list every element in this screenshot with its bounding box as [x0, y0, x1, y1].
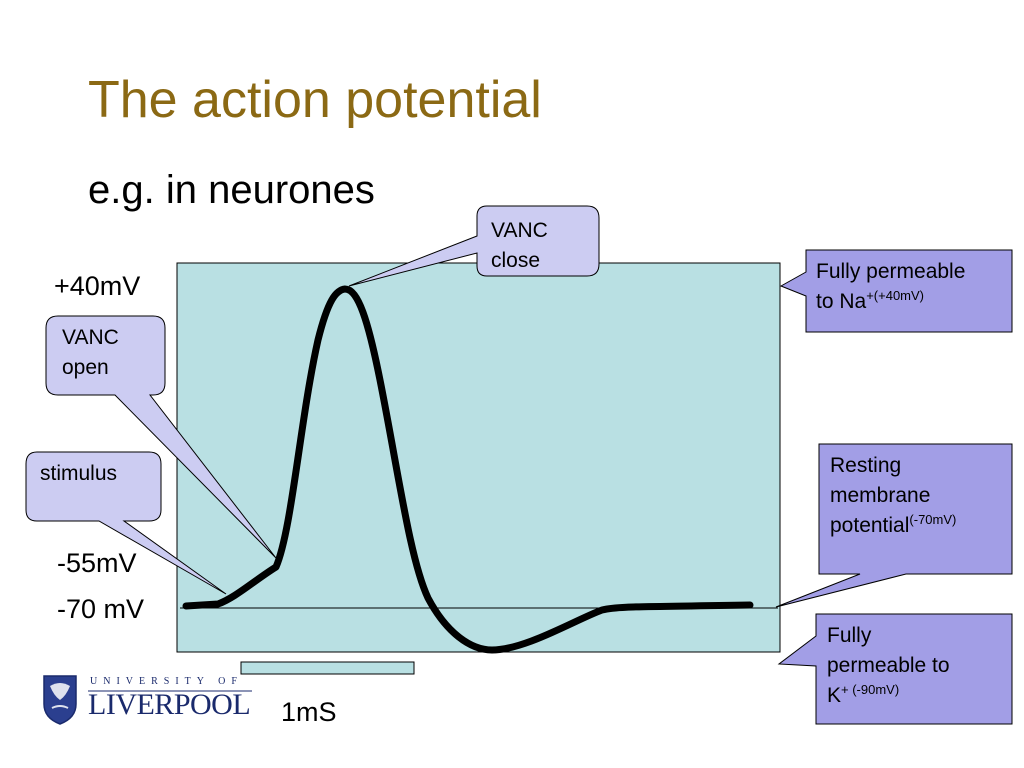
vanc-open-text: VANC open	[62, 323, 119, 383]
resting-text: Resting membrane potential(-70mV)	[830, 451, 956, 541]
na-sup: +(+40mV)	[866, 288, 925, 303]
resting-callout	[775, 443, 1013, 608]
resting-sup: (-70mV)	[909, 512, 957, 527]
stimulus-callout	[25, 451, 227, 595]
vanc-close-line2: close	[491, 249, 541, 272]
stimulus-text: stimulus	[40, 462, 118, 485]
resting-line3-text: potential	[830, 514, 910, 537]
resting-line2: membrane	[830, 484, 931, 507]
crest-icon	[43, 675, 77, 725]
vanc-open-line1: VANC	[62, 326, 119, 349]
vanc-open-callout	[45, 315, 277, 559]
k-line2: permeable to	[827, 654, 950, 677]
na-line1: Fully permeable	[816, 260, 966, 283]
k-line3: K+ (-90mV)	[827, 681, 950, 711]
vanc-close-text: VANC close	[491, 216, 548, 276]
k-sup: + (-90mV)	[841, 682, 900, 697]
resting-line1: Resting	[830, 454, 902, 477]
voltage-label-resting: -70 mV	[57, 594, 145, 624]
voltage-label-threshold: -55mV	[57, 548, 137, 578]
resting-line3: potential(-70mV)	[830, 511, 956, 541]
logo-top-text: UNIVERSITY OF	[90, 676, 243, 687]
action-potential-trace	[182, 285, 754, 654]
na-callout	[779, 249, 1013, 333]
slide-title: The action potential	[88, 71, 542, 129]
na-line2: to Na+(+40mV)	[816, 287, 965, 317]
k-text: Fully permeable to K+ (-90mV)	[827, 621, 950, 711]
k-line1: Fully	[827, 624, 872, 647]
na-text: Fully permeable to Na+(+40mV)	[816, 257, 965, 317]
time-scale-bar	[240, 661, 415, 675]
vanc-close-line1: VANC	[491, 219, 548, 242]
vanc-open-line2: open	[62, 356, 109, 379]
slide-subtitle: e.g. in neurones	[88, 168, 375, 212]
vanc-close-callout	[348, 205, 600, 287]
voltage-label-peak: +40mV	[54, 271, 141, 301]
k-line3-text: K	[827, 684, 842, 707]
logo-main-text: LIVERPOOL	[88, 688, 251, 721]
k-callout	[777, 613, 1013, 725]
plot-area	[176, 262, 781, 653]
na-line2-text: to Na	[816, 290, 867, 313]
time-scale-label: 1mS	[281, 697, 337, 727]
